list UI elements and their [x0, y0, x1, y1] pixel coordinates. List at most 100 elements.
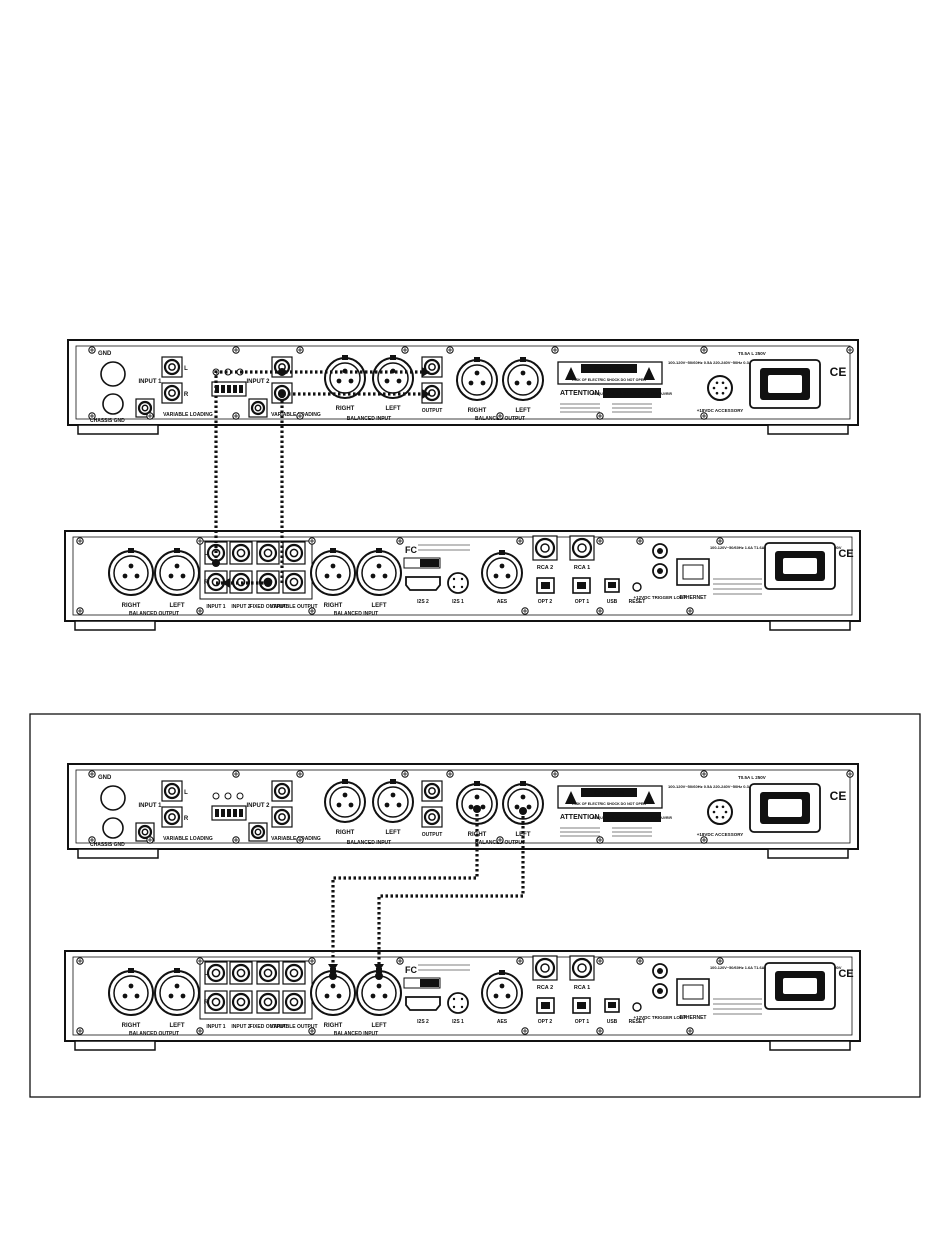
balanced-output-left-label: LEFT: [516, 832, 531, 838]
rca-center: [236, 548, 246, 558]
rca-center: [428, 363, 436, 371]
xlr-latch: [474, 357, 480, 362]
iec-mains-inlet: [749, 783, 821, 833]
ce-mark: CE: [830, 365, 847, 379]
screw: [232, 836, 240, 844]
trigger-label: +12VDC TRIGGER LOOP: [634, 1015, 687, 1020]
variable-loading-label: VARIABLE LOADING: [163, 836, 213, 842]
xlr-pin: [180, 993, 186, 999]
xlr-pin: [168, 573, 174, 579]
screw: [521, 607, 529, 615]
dac-iec-mains-inlet: [764, 962, 836, 1010]
chassis-foot: [767, 424, 849, 435]
xlr-pin: [348, 802, 354, 808]
xlr-pin: [384, 802, 390, 808]
connection-dot: [473, 805, 481, 813]
rca-center: [577, 543, 587, 553]
xlr-latch: [390, 779, 396, 784]
xlr-pin: [336, 802, 342, 808]
rca-center: [254, 404, 262, 412]
screw: [308, 607, 316, 615]
rca1-digital-jack: [569, 955, 595, 981]
aes-xlr: [481, 970, 523, 1014]
xlr-pin: [390, 792, 396, 798]
xlr-pin: [324, 573, 330, 579]
arrow-head: [422, 367, 430, 377]
dac-balanced-output-right-xlr: [108, 968, 154, 1016]
caution-title-bar: [581, 788, 637, 797]
screw: [446, 346, 454, 354]
rca-center: [254, 828, 262, 836]
dip-switch-toggle: [215, 809, 219, 817]
screw: [232, 412, 240, 420]
opt1-port-cavity: [577, 582, 586, 589]
screw: [196, 957, 204, 965]
dac-balanced-input-group-label: BALANCED INPUT: [334, 611, 378, 617]
balanced-output-right-label: RIGHT: [468, 408, 487, 414]
accessory-label: +18VDC ACCESSORY: [697, 408, 744, 413]
xlr-pin: [505, 993, 511, 999]
balanced-input-left-xlr: [372, 779, 414, 823]
rca-fixed-output-label: FIXED OUTPUT: [250, 1024, 287, 1030]
lr-label: R: [184, 392, 189, 398]
din-pin: [712, 810, 716, 814]
fuse-spec: T0.5A L 250V: [738, 775, 766, 780]
screw: [196, 607, 204, 615]
warning-triangle-icon: [565, 367, 577, 380]
screw: [596, 1027, 604, 1035]
i2s1-din-port: [447, 992, 469, 1014]
dac-balanced-output-right-xlr: [108, 548, 154, 596]
chassis-gnd-label: CHASSIS GND: [90, 418, 125, 424]
din-pin: [721, 805, 725, 809]
mains-spec: 100-120V~50/60Hz 0.5A 220-240V~50Hz 0.3A: [668, 360, 752, 365]
balanced-cable-left: [377, 811, 525, 966]
xlr-face: [113, 975, 149, 1011]
fuse-spec: T0.5A L 250V: [738, 351, 766, 356]
reset-label: RESET: [629, 599, 646, 605]
iec-cavity: [768, 799, 802, 817]
input1-rca-r: [161, 806, 183, 828]
chassis-foot: [74, 620, 156, 631]
rca-center: [263, 997, 273, 1007]
connection-dot: [375, 972, 383, 980]
xlr-pin: [474, 794, 480, 800]
ethernet-label: ETHERNET: [680, 595, 707, 601]
screw: [296, 770, 304, 778]
cable-right-channel: [216, 392, 430, 585]
dac-balanced-output-left-xlr: [154, 548, 200, 596]
din-pin: [715, 381, 719, 385]
rca-center: [236, 997, 246, 1007]
xlr-pin: [520, 370, 526, 376]
xlr-face: [361, 555, 397, 591]
rca-jack-top: [282, 541, 306, 565]
balanced-cable-right: [331, 809, 479, 966]
connection-dot: [264, 579, 272, 587]
screw: [296, 346, 304, 354]
dip-switch-toggle: [221, 809, 225, 817]
aes-label: AES: [497, 1019, 508, 1025]
screw: [88, 346, 96, 354]
rca-center: [168, 813, 176, 821]
din-pin: [715, 805, 719, 809]
dac-ce-mark: CE: [838, 968, 853, 980]
screw: [396, 537, 404, 545]
input1-rca-r: [161, 382, 183, 404]
input1-label: INPUT 1: [138, 803, 162, 809]
dac-balanced-output-left-xlr: [154, 968, 200, 1016]
dip-switch-toggle: [239, 809, 243, 817]
xlr-latch: [376, 548, 382, 553]
din-pin: [724, 810, 728, 814]
screw: [76, 607, 84, 615]
output-label: OUTPUT: [422, 832, 443, 838]
xlr-face: [329, 786, 361, 818]
rca-center: [540, 963, 550, 973]
balanced-input-right-xlr: [324, 779, 366, 823]
warning-triangle-icon: [565, 791, 577, 804]
mains-spec: 100-120V~50/60Hz 0.5A 220-240V~50Hz 0.3A: [668, 784, 752, 789]
rca-fixed-output-label: FIXED OUTPUT: [250, 604, 287, 610]
rca-input2-label: INPUT 2: [231, 1024, 250, 1030]
xlr-pin: [493, 573, 499, 579]
i2s1-din-port: [447, 572, 469, 594]
variable-loading-label: VARIABLE LOADING: [163, 412, 213, 418]
